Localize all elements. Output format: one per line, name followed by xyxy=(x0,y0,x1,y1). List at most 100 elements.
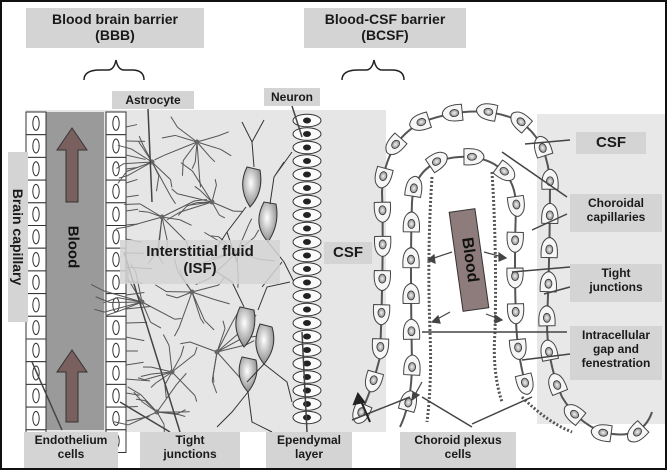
endothelium-cells-label: Endothelium cells xyxy=(24,432,118,468)
bbb-title-box: Blood brain barrier (BBB) xyxy=(26,8,204,48)
intracellular-gap-label: Intracellular gap and fenestration xyxy=(570,326,662,380)
endothelial-nucleus xyxy=(33,207,39,221)
astrocyte-label: Astrocyte xyxy=(112,91,194,109)
endothelium-cells-left xyxy=(26,112,46,453)
astrocyte-endfoot xyxy=(126,322,147,323)
ependymal-nucleus xyxy=(303,212,311,218)
ependymal-nucleus xyxy=(303,307,311,313)
choroid-cell-nucleus xyxy=(545,279,552,288)
endothelial-nucleus xyxy=(33,253,39,267)
neuron-label: Neuron xyxy=(264,88,320,106)
choroid-cell-nucleus xyxy=(408,291,415,300)
astrocyte-body xyxy=(195,140,200,145)
choroid-cell-nucleus xyxy=(377,342,384,351)
choroid-cell xyxy=(509,339,527,361)
tight-junctions-bottom-label: Tight junctions xyxy=(140,432,240,468)
ependymal-cells xyxy=(293,114,321,424)
choroid-cell xyxy=(441,104,463,122)
endothelial-nucleus xyxy=(113,275,119,289)
ependymal-nucleus xyxy=(303,226,311,232)
blood-label-right: Blood xyxy=(457,220,481,300)
csf-label-mid: CSF xyxy=(324,242,372,264)
choroid-cell xyxy=(475,101,498,121)
endothelial-nucleus xyxy=(33,230,39,244)
isf-line2: (ISF) xyxy=(120,260,280,277)
choroid-cell xyxy=(404,355,421,376)
astrocyte-body xyxy=(215,350,220,355)
endothelial-nucleus xyxy=(33,343,39,357)
ependymal-nucleus xyxy=(303,347,311,353)
choroidal-capillaries-label: Choroidal capillaries xyxy=(570,194,662,232)
endothelial-nucleus xyxy=(33,389,39,403)
endothelial-nucleus xyxy=(113,411,119,425)
endothelial-nucleus xyxy=(113,139,119,153)
choroid-cell-nucleus xyxy=(546,211,553,220)
choroid-plexus-cells-label: Choroid plexus cells xyxy=(400,432,516,468)
ependymal-nucleus xyxy=(303,293,311,299)
bcsf-title: Blood-CSF barrier xyxy=(304,11,466,27)
choroid-cell xyxy=(493,160,519,185)
ependymal-nucleus xyxy=(303,253,311,259)
ependymal-nucleus xyxy=(303,185,311,191)
ependymal-nucleus xyxy=(303,131,311,137)
choroid-cell xyxy=(405,175,424,197)
ependymal-nucleus xyxy=(303,334,311,340)
astrocyte-body xyxy=(210,200,215,205)
choroid-cell-nucleus xyxy=(512,307,519,316)
endothelial-nucleus xyxy=(113,116,119,130)
ependymal-nucleus xyxy=(303,280,311,286)
endothelial-nucleus xyxy=(113,343,119,357)
choroid-cell-nucleus xyxy=(408,255,415,264)
endothelial-nucleus xyxy=(113,207,119,221)
choroid-cell-nucleus xyxy=(408,362,415,371)
endothelial-nucleus xyxy=(33,275,39,289)
choroid-cell-nucleus xyxy=(512,236,519,245)
endothelial-nucleus xyxy=(113,230,119,244)
choroid-cell xyxy=(403,248,419,268)
isf-label: Interstitial fluid (ISF) xyxy=(120,240,280,284)
choroid-cell xyxy=(403,283,419,303)
choroid-cell-nucleus xyxy=(408,219,415,228)
endothelial-nucleus xyxy=(113,253,119,267)
tight-junctions-right-label: Tight junctions xyxy=(570,264,662,302)
brain-capillary-label: Brain capillary xyxy=(8,152,28,322)
choroid-cell-nucleus xyxy=(378,308,385,317)
choroid-cell-nucleus xyxy=(379,206,386,215)
endothelial-nucleus xyxy=(113,162,119,176)
astrocyte-body xyxy=(155,410,160,415)
ependymal-nucleus xyxy=(303,145,311,151)
isf-line1: Interstitial fluid xyxy=(120,243,280,260)
choroid-cell xyxy=(515,373,536,396)
bcsf-title-box: Blood-CSF barrier (BCSF) xyxy=(304,8,466,48)
endothelial-nucleus xyxy=(33,162,39,176)
choroid-cell-nucleus xyxy=(467,153,476,160)
ependymal-layer-label: Ependymal layer xyxy=(266,432,352,468)
endothelial-nucleus xyxy=(33,321,39,335)
choroid-cell xyxy=(403,319,420,339)
blood-label-left: Blood xyxy=(62,212,84,282)
ependymal-nucleus xyxy=(303,118,311,124)
choroid-cell xyxy=(507,232,524,252)
astrocyte-body xyxy=(160,215,165,220)
endothelial-nucleus xyxy=(113,389,119,403)
ependymal-nucleus xyxy=(303,401,311,407)
bcsf-abbr: (BCSF) xyxy=(304,27,466,43)
choroid-cell-nucleus xyxy=(408,327,415,336)
csf-label-right: CSF xyxy=(576,132,646,154)
endothelial-nucleus xyxy=(33,184,39,198)
choroid-cell-nucleus xyxy=(543,313,550,322)
choroid-cell xyxy=(507,304,524,324)
choroid-cell xyxy=(425,148,451,173)
bbb-abbr: (BBB) xyxy=(26,27,204,43)
ependymal-nucleus xyxy=(303,172,311,178)
astrocyte-body xyxy=(170,370,175,375)
bbb-bracket xyxy=(84,60,144,80)
ependymal-nucleus xyxy=(303,320,311,326)
astrocyte-process xyxy=(124,204,140,205)
endothelial-nucleus xyxy=(113,321,119,335)
choroid-cell xyxy=(403,212,420,232)
choroid-cell xyxy=(507,195,526,217)
choroid-cell xyxy=(464,149,484,165)
choroid-cell-nucleus xyxy=(379,240,386,249)
